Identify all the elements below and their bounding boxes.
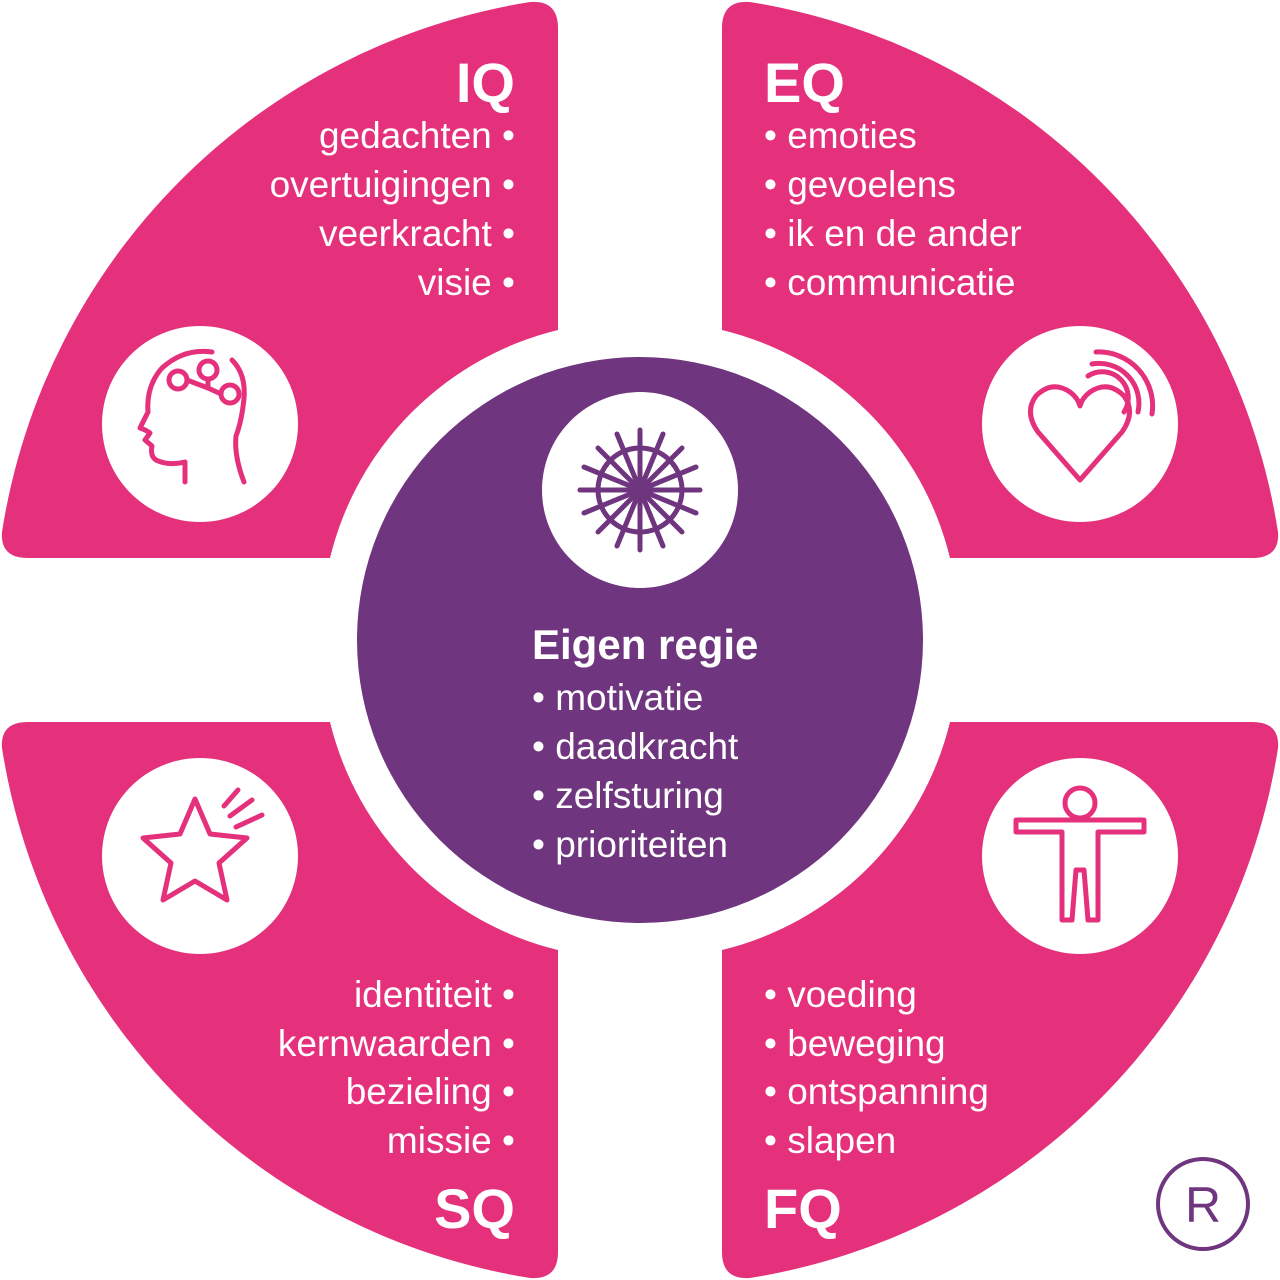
head-network-icon: [137, 348, 247, 485]
ship-wheel-icon: [577, 427, 703, 553]
eq-icon-badge: [982, 326, 1178, 522]
shining-star-icon: [140, 787, 265, 903]
iq-item: overtuigingen •: [270, 164, 515, 205]
iq-title: IQ: [456, 51, 515, 114]
iq-item: gedachten •: [319, 115, 515, 156]
person-outstretched-icon: [1013, 785, 1147, 923]
sq-item: kernwaarden •: [278, 1023, 515, 1064]
eq-item: • gevoelens: [764, 164, 956, 205]
fq-icon-badge: [982, 758, 1178, 954]
eq-item: • ik en de ander: [764, 213, 1022, 254]
sq-title: SQ: [434, 1177, 515, 1240]
fq-item: • ontspanning: [764, 1071, 989, 1112]
registered-mark: R: [1156, 1157, 1250, 1251]
iq-items: gedachten • overtuigingen • veerkracht •…: [270, 115, 515, 303]
center-item: • prioriteiten: [532, 824, 728, 865]
fq-item: • beweging: [764, 1023, 946, 1064]
iq-item: visie •: [418, 262, 515, 303]
sq-item: identiteit •: [354, 974, 515, 1015]
registered-mark-ring: [1156, 1157, 1250, 1251]
center-title: Eigen regie: [532, 621, 758, 668]
heart-waves-icon: [1028, 349, 1156, 483]
eq-title: EQ: [764, 51, 845, 114]
center-circle: [357, 357, 923, 923]
sq-item: missie •: [387, 1120, 515, 1161]
eq-item: • emoties: [764, 115, 917, 156]
iq-item: veerkracht •: [319, 213, 515, 254]
center-item: • motivatie: [532, 677, 703, 718]
sq-item: bezieling •: [346, 1071, 515, 1112]
fq-items: • voeding • beweging • ontspanning • sla…: [764, 974, 989, 1161]
fq-item: • voeding: [764, 974, 917, 1015]
center-item: • zelfsturing: [532, 775, 724, 816]
center-item: • daadkracht: [532, 726, 739, 767]
eq-items: • emoties • gevoelens • ik en de ander •…: [764, 115, 1022, 303]
sq-items: identiteit • kernwaarden • bezieling • m…: [278, 974, 515, 1161]
iq-icon-badge: [102, 326, 298, 522]
fq-item: • slapen: [764, 1120, 896, 1161]
center-items: • motivatie • daadkracht • zelfsturing •…: [532, 677, 739, 865]
registered-mark-letter: R: [1185, 1177, 1221, 1233]
fq-title: FQ: [764, 1177, 842, 1240]
eq-item: • communicatie: [764, 262, 1015, 303]
sq-icon-badge: [102, 758, 298, 954]
